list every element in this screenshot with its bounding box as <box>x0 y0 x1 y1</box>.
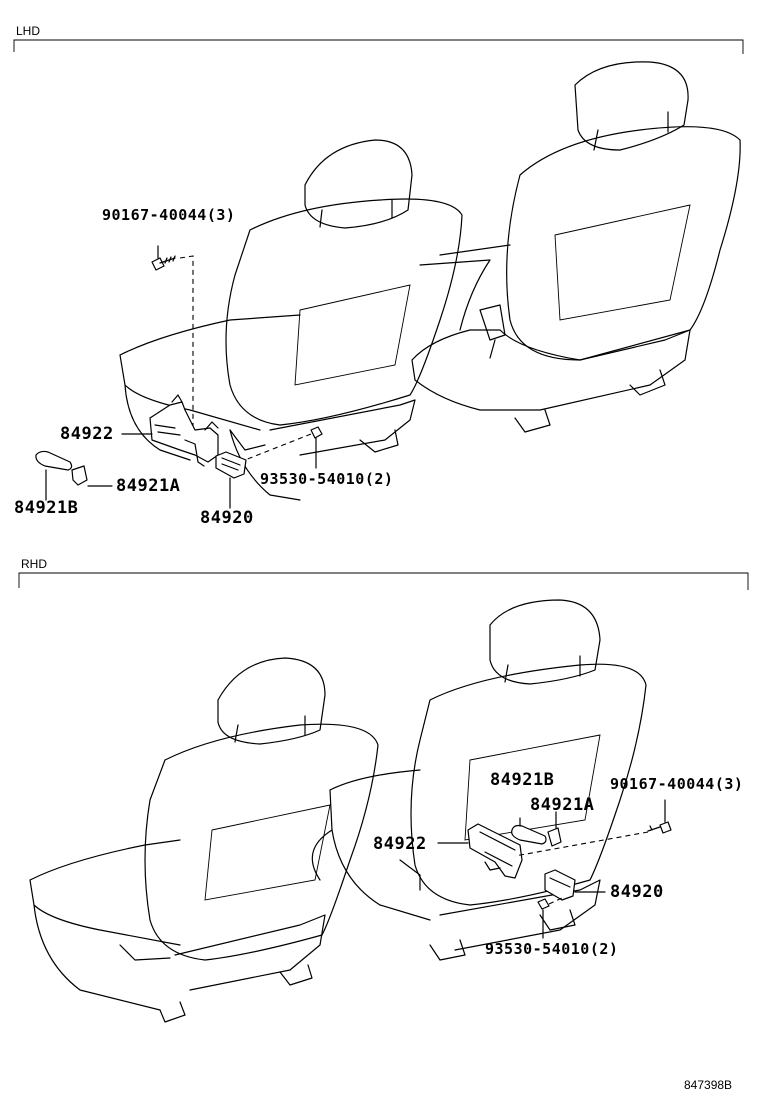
section-label-lhd: LHD <box>16 24 41 38</box>
lhd-left-seat <box>119 139 463 501</box>
rhd-part-switch: 84920 <box>610 882 664 902</box>
rhd-part-bolt: 90167-40044(3) <box>610 775 744 793</box>
lhd-frame <box>13 39 744 54</box>
rhd-part-bracket: 84922 <box>373 834 427 854</box>
lhd-parts <box>35 245 323 509</box>
section-label-rhd: RHD <box>21 557 47 571</box>
rhd-part-cover-b: 84921B <box>490 770 555 790</box>
rhd-frame <box>18 572 749 590</box>
rhd-left-seat <box>29 657 379 1023</box>
lhd-part-bolt: 90167-40044(3) <box>102 206 236 224</box>
rhd-parts <box>437 799 672 939</box>
lhd-part-bracket: 84922 <box>60 424 114 444</box>
lhd-part-cover-a: 84921A <box>116 476 181 496</box>
rhd-right-seat <box>311 599 647 961</box>
lhd-right-seat <box>411 61 741 433</box>
rhd-part-cover-a: 84921A <box>530 795 595 815</box>
drawing-number: 847398B <box>684 1078 733 1092</box>
lhd-part-screw: 93530-54010(2) <box>260 470 394 488</box>
lhd-part-switch: 84920 <box>200 508 254 528</box>
lhd-part-cover-b: 84921B <box>14 498 79 518</box>
rhd-part-screw: 93530-54010(2) <box>485 940 619 958</box>
